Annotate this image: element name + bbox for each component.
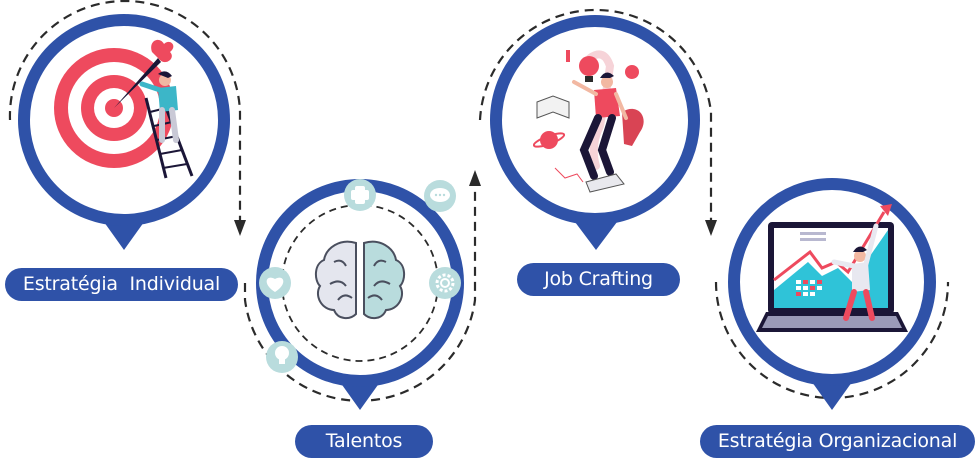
- lightbulb-icon: [266, 341, 298, 373]
- person-with-ideas-icon: [532, 50, 644, 193]
- step2-node: [256, 179, 464, 410]
- arrowhead-down-icon: [705, 220, 717, 236]
- step2-label: Talentos: [325, 430, 403, 452]
- step2-label-pill: Talentos: [295, 425, 433, 458]
- step4-label: Estratégia Organizacional: [717, 430, 958, 452]
- brain-icon: [314, 240, 406, 320]
- laptop-growth-chart-icon: [756, 204, 908, 332]
- step3-node: [490, 15, 700, 250]
- step1-label-pill: Estratégia Individual: [5, 268, 238, 301]
- connector-step1-to-step2: [8, 0, 242, 222]
- arrowhead-down-icon: [234, 220, 246, 236]
- connector-step3-to-step4: [478, 8, 713, 222]
- chat-bubble-icon: [424, 180, 456, 212]
- arrowhead-up-icon: [469, 170, 481, 186]
- step1-label: Estratégia Individual: [22, 273, 221, 295]
- plus-icon: [344, 179, 376, 211]
- target-with-dart-ladder-icon: [54, 39, 194, 179]
- step4-label-pill: Estratégia Organizacional: [700, 425, 975, 458]
- step3-label: Job Crafting: [544, 268, 653, 290]
- step3-label-pill: Job Crafting: [517, 263, 680, 296]
- heart-icon: [259, 267, 291, 299]
- step4-node: [728, 178, 936, 410]
- gear-icon: [429, 267, 461, 299]
- step1-node: [18, 14, 230, 250]
